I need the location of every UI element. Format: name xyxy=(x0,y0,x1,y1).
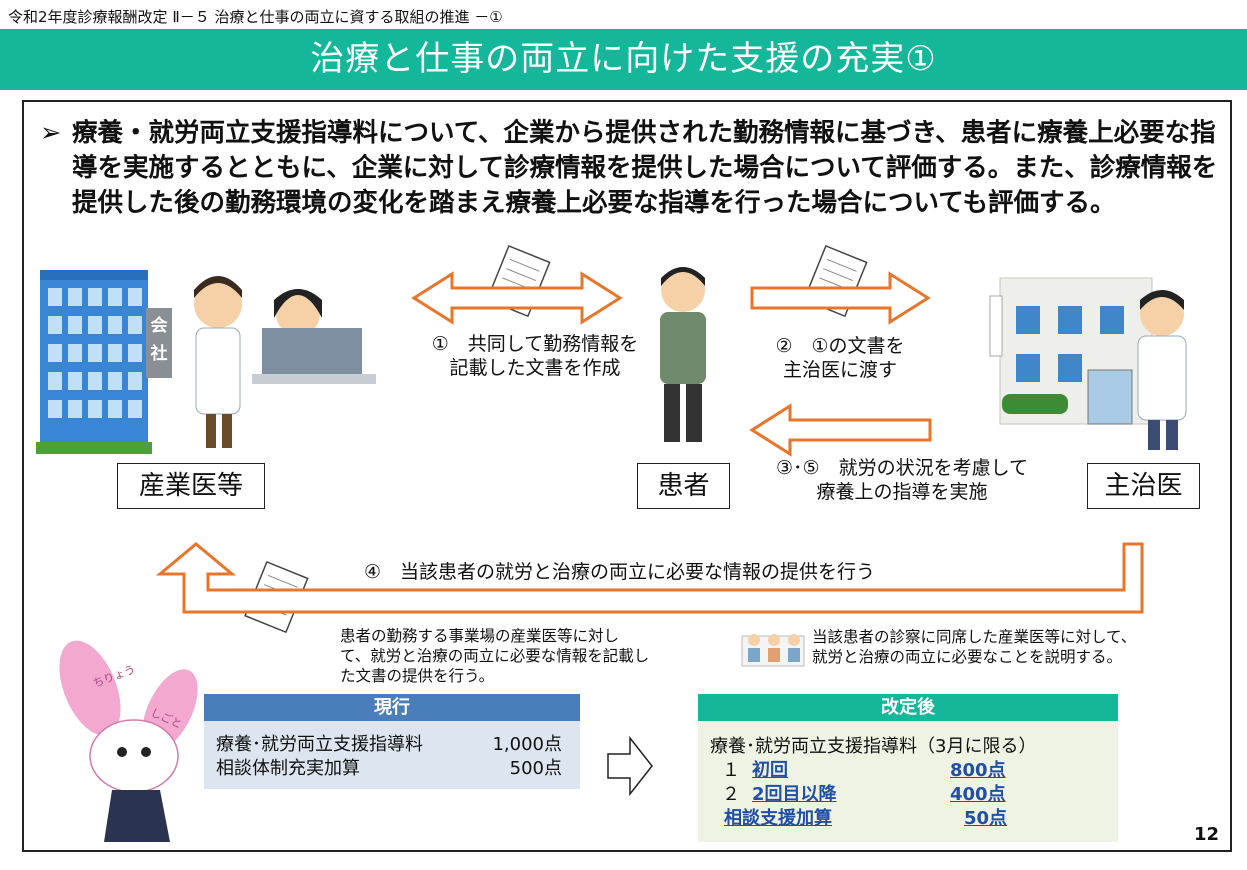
office-worker-icon xyxy=(252,289,376,384)
step3-line: 療養上の指導を実施 xyxy=(816,481,988,503)
note-right-line: 就労と治療の両立に必要なことを説明する。 xyxy=(812,648,1123,666)
step2-line: ② ①の文書を xyxy=(775,335,905,357)
patient-icon xyxy=(660,267,706,442)
rabbit-mascot-icon xyxy=(59,640,198,842)
company-sign: 会 社 xyxy=(146,312,172,368)
note-right: 当該患者の診察に同席した産業医等に対して、 就労と治療の両立に必要なことを説明す… xyxy=(812,627,1212,667)
fee-value: 1,000点 xyxy=(492,734,562,755)
note-right-line: 当該患者の診察に同席した産業医等に対して、 xyxy=(812,628,1137,646)
fee-link-initial[interactable]: 初回 xyxy=(752,760,788,781)
industrial-physician-label: 産業医等 xyxy=(117,463,265,509)
left-arrow-icon xyxy=(749,403,932,457)
current-row: 療養･就労両立支援指導料 1,000点 xyxy=(216,733,562,757)
fee-value: 500点 xyxy=(509,758,562,779)
revised-row: ２ 2回目以降 400点 xyxy=(710,783,1108,807)
industrial-doctor-icon xyxy=(194,276,242,448)
company-sign-char: 社 xyxy=(150,344,168,364)
step3-line: ③･⑤ 就労の状況を考慮して xyxy=(776,457,1028,479)
company-sign-char: 会 xyxy=(150,316,168,336)
intro-text: 療養・就労両立支援指導料について、企業から提供された勤務情報に基づき、患者に療養… xyxy=(72,118,1218,218)
row-number xyxy=(710,807,724,831)
revised-row: 相談支援加算 50点 xyxy=(710,807,1108,831)
fee-value-link[interactable]: 400点 xyxy=(950,784,1006,805)
return-arrow-icon xyxy=(155,542,1144,614)
attending-doctor-icon xyxy=(1137,290,1187,450)
meeting-icon xyxy=(741,634,805,667)
fee-value-link[interactable]: 50点 xyxy=(964,808,1008,829)
revised-title: 療養･就労両立支援指導料（3月に限る） xyxy=(710,736,1037,757)
transition-arrow-icon xyxy=(607,735,653,797)
note-left-line: 患者の勤務する事業場の産業医等に対し xyxy=(340,627,620,645)
fee-name: 相談体制充実加算 xyxy=(216,758,360,779)
note-left-line: た文書の提供を行う。 xyxy=(340,667,495,685)
step4-text: ④ 当該患者の就労と治療の両立に必要な情報の提供を行う xyxy=(364,561,876,583)
note-left: 患者の勤務する事業場の産業医等に対し て、就労と治療の両立に必要な情報を記載し … xyxy=(340,626,720,686)
revised-table: 療養･就労両立支援指導料（3月に限る） １ 初回 800点 ２ 2回目以降 40… xyxy=(698,721,1118,842)
current-table: 療養･就労両立支援指導料 1,000点 相談体制充実加算 500点 xyxy=(204,721,580,789)
page-title: 治療と仕事の両立に向けた支援の充実① xyxy=(0,29,1247,90)
intro-paragraph: ➢ 療養・就労両立支援指導料について、企業から提供された勤務情報に基づき、患者に… xyxy=(40,116,1220,221)
step3-text: ③･⑤ 就労の状況を考慮して 療養上の指導を実施 xyxy=(752,456,1052,504)
revised-header: 改定後 xyxy=(698,694,1118,721)
office-building-icon xyxy=(36,270,172,454)
row-number: ２ xyxy=(722,784,740,805)
patient-label: 患者 xyxy=(637,463,730,509)
right-arrow-icon xyxy=(750,271,931,325)
fee-link-subsequent[interactable]: 2回目以降 xyxy=(752,784,837,805)
step1-line: ① 共同して勤務情報を xyxy=(431,333,639,355)
bullet-arrow-icon: ➢ xyxy=(40,118,62,148)
fee-name: 療養･就労両立支援指導料 xyxy=(216,734,423,755)
attending-physician-label: 主治医 xyxy=(1087,463,1200,509)
double-arrow-icon xyxy=(411,271,623,325)
page-number: 12 xyxy=(1194,824,1220,845)
note-left-line: て、就労と治療の両立に必要な情報を記載し xyxy=(340,647,650,665)
clinic-building-icon xyxy=(989,277,1153,425)
fee-link-consultation[interactable]: 相談支援加算 xyxy=(724,808,832,829)
step1-text: ① 共同して勤務情報を 記載した文書を作成 xyxy=(405,332,665,380)
breadcrumb: 令和2年度診療報酬改定 Ⅱ－５ 治療と仕事の両立に資する取組の推進 －① xyxy=(8,8,503,26)
step2-line: 主治医に渡す xyxy=(782,359,897,381)
fee-value-link[interactable]: 800点 xyxy=(950,760,1006,781)
row-number: １ xyxy=(722,760,740,781)
revised-row: １ 初回 800点 xyxy=(710,759,1108,783)
step2-text: ② ①の文書を 主治医に渡す xyxy=(740,334,940,382)
step1-line: 記載した文書を作成 xyxy=(449,357,621,379)
current-row: 相談体制充実加算 500点 xyxy=(216,757,562,781)
current-header: 現行 xyxy=(204,694,580,721)
content-frame xyxy=(22,100,1232,852)
